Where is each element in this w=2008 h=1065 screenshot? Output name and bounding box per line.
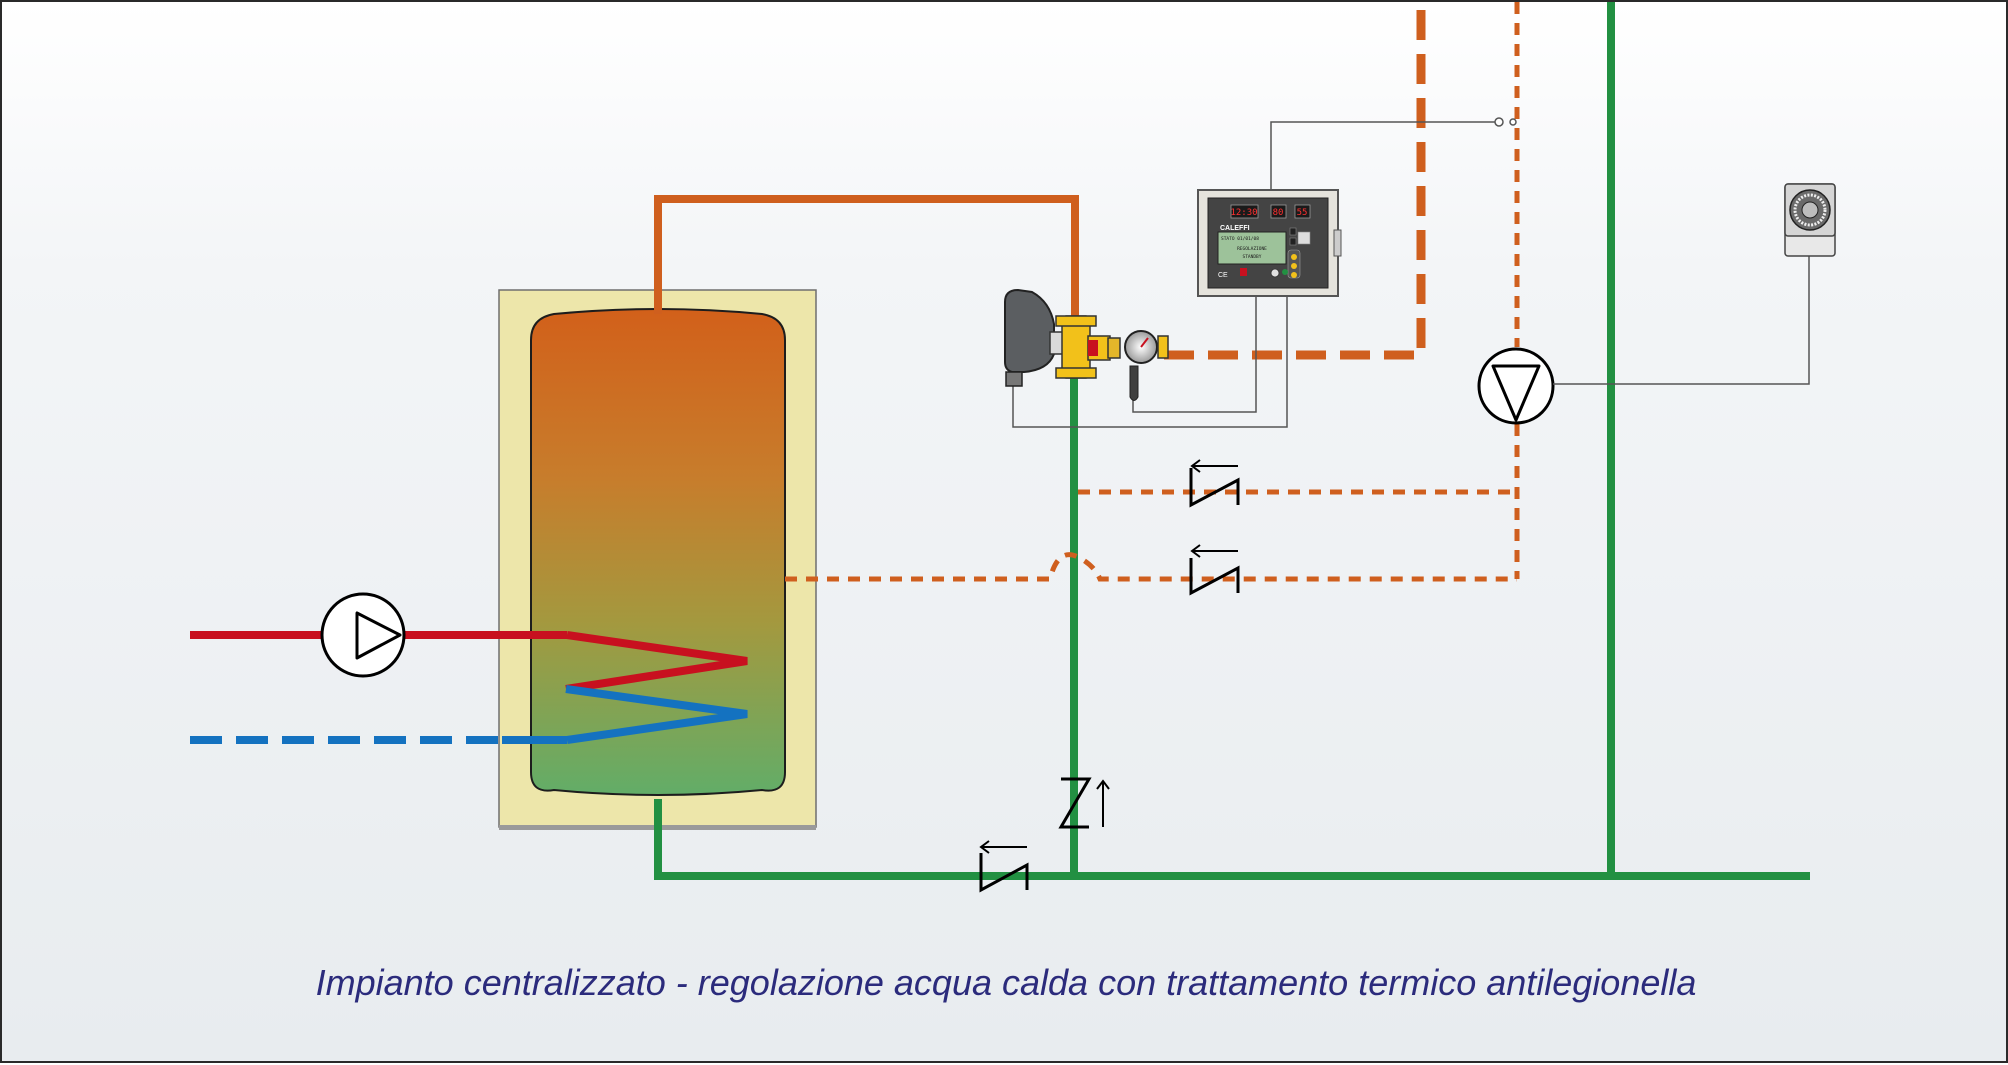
controller-temp-display-1: 80: [1273, 208, 1284, 218]
controller-screen-line-1: STATO 01/01/08: [1221, 236, 1259, 242]
timer-icon: [1784, 183, 1836, 257]
check-valve-icon: [1189, 544, 1240, 596]
tank-vessel: [530, 308, 786, 796]
controller-screen-line-3: STANDBY: [1243, 254, 1262, 260]
controller-icon: 12:30 80 55 CALEFFI STATO 01/01/08 REGOL…: [1197, 189, 1342, 297]
controller-temp-display-2: 55: [1297, 208, 1308, 218]
check-valve-icon: [979, 840, 1029, 893]
controller-time-display: 12:30: [1230, 208, 1257, 218]
recirculation-pump-icon: [1477, 347, 1555, 425]
controller-brand-logo: CALEFFI: [1220, 225, 1250, 232]
primary-pump-icon: [320, 592, 406, 678]
check-valve-icon: [1189, 459, 1240, 508]
mixing-valve-icon: [1004, 288, 1169, 401]
hot-water-pipe: [654, 195, 1079, 324]
cold-water-pipes: [654, 2, 1810, 880]
mixed-water-outlet-pipe: [1164, 2, 1426, 360]
diagram-caption: Impianto centralizzato - regolazione acq…: [315, 962, 1697, 1003]
storage-tank: [498, 289, 817, 830]
check-valve-icon: [1058, 777, 1110, 829]
controller-screen-line-2: REGOLAZIONE: [1237, 246, 1267, 252]
controller-screen: [1217, 231, 1287, 265]
controller-ce-mark: CE: [1218, 272, 1228, 279]
recirculation-pipes: [785, 2, 1520, 582]
